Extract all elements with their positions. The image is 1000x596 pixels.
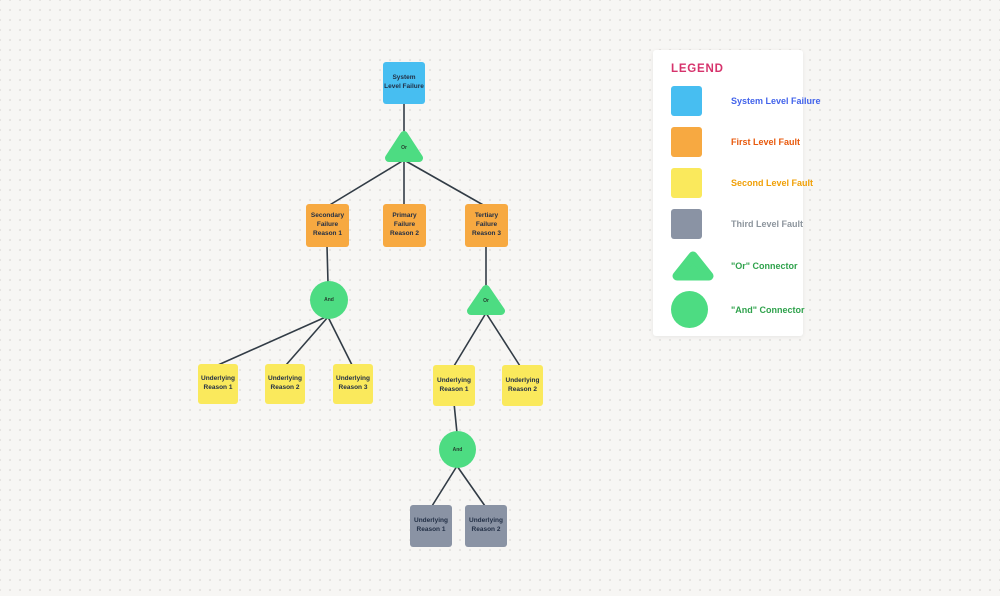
legend-item-first-level-fault: First Level Fault xyxy=(671,127,800,157)
legend-item-second-level-fault: Second Level Fault xyxy=(671,168,813,198)
node-label: Or xyxy=(401,144,407,151)
legend-label: Second Level Fault xyxy=(731,178,814,188)
legend-item-system-level-failure: System Level Failure xyxy=(671,86,821,116)
node-underlying-reason-1-bottom[interactable]: Underlying Reason 1 xyxy=(410,505,452,547)
legend-item-or-connector: "Or" Connector xyxy=(671,250,798,282)
legend-swatch-yellow-square[interactable] xyxy=(671,168,702,198)
legend-item-third-level-fault: Third Level Fault xyxy=(671,209,803,239)
node-system-level-failure[interactable]: System Level Failure xyxy=(383,62,425,104)
legend-swatch-blue-square[interactable] xyxy=(671,86,702,116)
node-underlying-reason-1-left[interactable]: Underlying Reason 1 xyxy=(198,364,238,404)
node-tertiary-failure-reason-3[interactable]: Tertiary Failure Reason 3 xyxy=(465,204,508,247)
node-or-connector-2[interactable]: Or xyxy=(466,283,506,316)
node-label: Secondary Failure Reason 1 xyxy=(310,212,345,237)
legend-label: Third Level Fault xyxy=(731,219,804,229)
legend-label: "Or" Connector xyxy=(731,261,798,271)
node-secondary-failure-reason-1[interactable]: Secondary Failure Reason 1 xyxy=(306,204,349,247)
node-label: Underlying Reason 2 xyxy=(268,375,302,391)
node-label: Underlying Reason 2 xyxy=(469,517,503,533)
node-label: Primary Failure Reason 2 xyxy=(390,212,419,237)
legend-panel[interactable]: LEGEND System Level Failure First Level … xyxy=(653,50,821,336)
node-label: Or xyxy=(483,298,489,305)
legend-label: "And" Connector xyxy=(731,304,805,315)
node-underlying-reason-2-left[interactable]: Underlying Reason 2 xyxy=(265,364,305,404)
node-underlying-reason-2-bottom[interactable]: Underlying Reason 2 xyxy=(465,505,507,547)
node-or-connector-1[interactable]: Or xyxy=(384,129,424,163)
legend-title: LEGEND xyxy=(671,63,724,75)
triangle-shape xyxy=(467,285,505,315)
node-primary-failure-reason-2[interactable]: Primary Failure Reason 2 xyxy=(383,204,426,247)
node-label: System Level Failure xyxy=(384,74,424,90)
node-label: And xyxy=(324,297,334,303)
legend-swatch-orange-square[interactable] xyxy=(671,127,702,157)
node-label: Underlying Reason 1 xyxy=(201,375,235,391)
node-label: Underlying Reason 1 xyxy=(414,517,448,533)
legend-swatch-green-circle[interactable] xyxy=(671,291,708,328)
legend-swatch-green-triangle[interactable] xyxy=(671,250,715,282)
legend-label: System Level Failure xyxy=(731,96,821,106)
node-and-connector-1[interactable]: And xyxy=(310,281,348,319)
legend-item-and-connector: "And" Connector xyxy=(671,291,805,328)
node-label: Underlying Reason 3 xyxy=(336,375,370,391)
node-label: Underlying Reason 1 xyxy=(437,376,471,393)
legend-swatch-gray-square[interactable] xyxy=(671,209,702,239)
node-underlying-reason-3-left[interactable]: Underlying Reason 3 xyxy=(333,364,373,404)
node-label: Tertiary Failure Reason 3 xyxy=(472,212,501,237)
node-and-connector-2[interactable]: And xyxy=(439,431,476,468)
node-label: And xyxy=(452,446,463,453)
node-underlying-reason-2-mid[interactable]: Underlying Reason 2 xyxy=(502,365,543,406)
legend-label: First Level Fault xyxy=(731,137,801,147)
node-underlying-reason-1-mid[interactable]: Underlying Reason 1 xyxy=(433,365,475,406)
node-label: Underlying Reason 2 xyxy=(505,376,540,393)
triangle-shape xyxy=(385,131,423,162)
